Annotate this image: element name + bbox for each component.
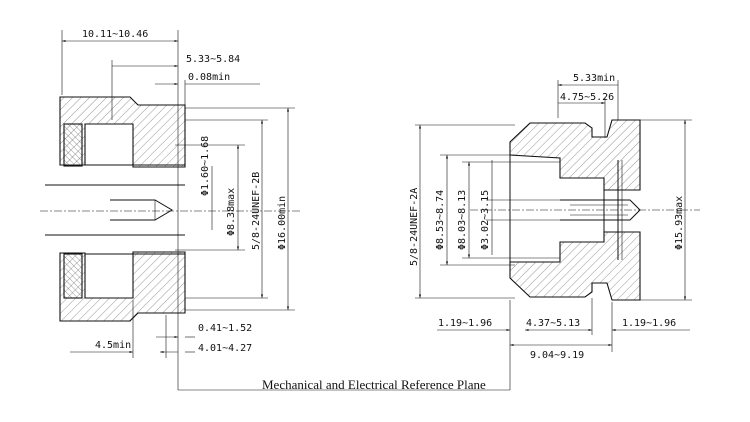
right-dim-pin-dia: Φ3.02~3.15 (480, 190, 491, 250)
right-dimension-labels: 5.33min 4.75~5.26 5/8-24UNEF-2A Φ8.53~8.… (409, 73, 685, 361)
left-dielectric-upper (63, 123, 83, 167)
right-dim-inner-bore: Φ8.03~8.13 (457, 190, 468, 250)
left-dim-socket-depth: 5.33~5.84 (186, 54, 240, 65)
reference-plane: Mechanical and Electrical Reference Plan… (178, 352, 511, 392)
right-dim-outer-bore: Φ8.53~8.74 (435, 190, 446, 250)
left-dim-thread: 5/8-24UNEF-2B (251, 172, 262, 250)
left-dimension-labels: 10.11~10.46 5.33~5.84 0.08min Φ1.60~1.68… (82, 29, 288, 354)
left-center-contact (110, 199, 173, 221)
right-dim-body-dia: Φ15.93max (674, 196, 685, 250)
right-dimension-lines (415, 80, 692, 352)
left-dimension-lines (61, 30, 295, 390)
left-connector (40, 96, 300, 322)
right-connector (470, 119, 700, 301)
left-dim-pin-dia: Φ1.60~1.68 (200, 136, 211, 196)
right-dim-pin-length: 4.37~5.13 (526, 318, 580, 329)
left-dielectric-lower (63, 253, 83, 299)
reference-plane-label: Mechanical and Electrical Reference Plan… (262, 377, 486, 392)
right-dim-engagement: 5.33min (573, 73, 615, 84)
left-body-lower (59, 251, 186, 322)
left-dim-recess: 0.08min (188, 72, 230, 83)
left-dim-min-length: 4.5min (95, 340, 131, 351)
right-dim-thread: 5/8-24UNEF-2A (409, 188, 420, 266)
left-dim-shoulder: 4.01~4.27 (198, 343, 252, 354)
left-dim-overall-length: 10.11~10.46 (82, 29, 148, 40)
right-dim-rear-gap: 1.19~1.96 (622, 318, 676, 329)
right-dim-front-gap: 1.19~1.96 (438, 318, 492, 329)
right-dim-overall: 9.04~9.19 (530, 350, 584, 361)
right-body-lower (509, 231, 641, 301)
left-dim-pin-setback: 0.41~1.52 (198, 323, 252, 334)
left-dim-bore-dia: Φ8.38max (226, 188, 237, 236)
right-dim-nut-length: 4.75~5.26 (560, 92, 614, 103)
right-body-upper (509, 119, 641, 191)
left-dim-outer-dia: Φ16.00min (277, 196, 288, 250)
